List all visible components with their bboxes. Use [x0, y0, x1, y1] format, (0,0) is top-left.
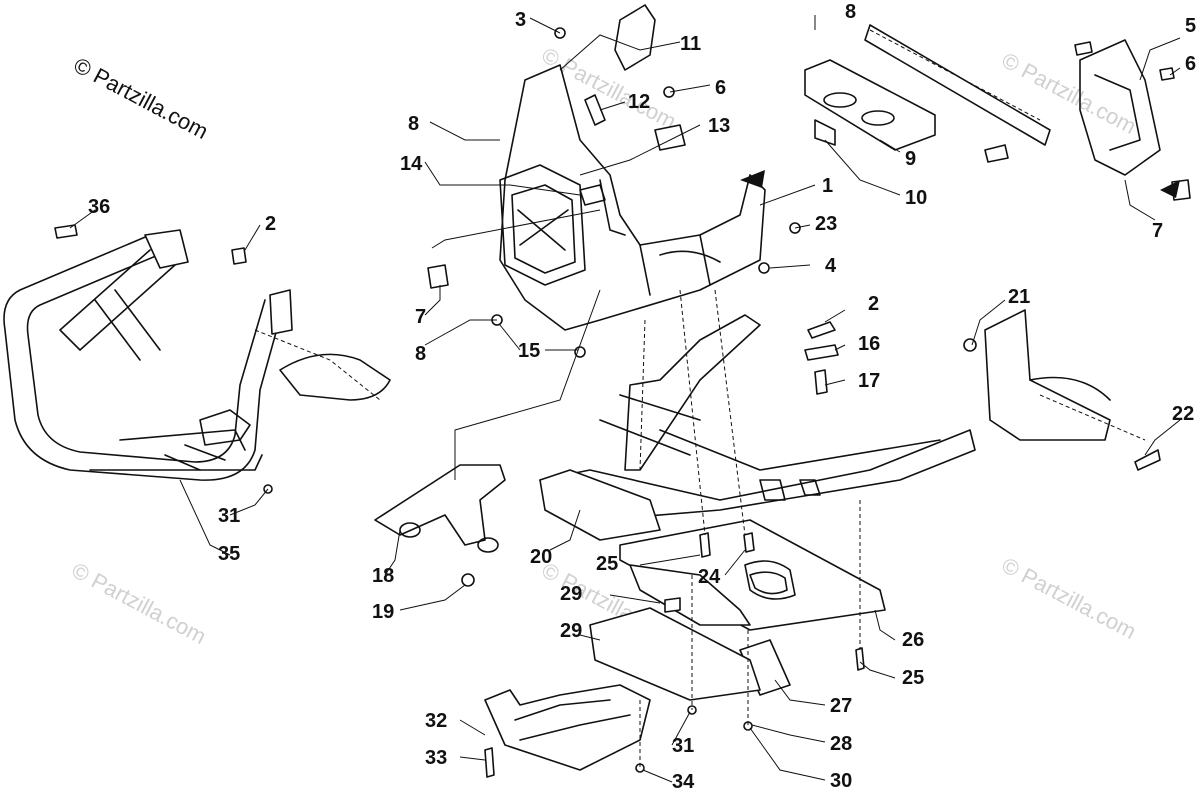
callout-27: 27: [830, 695, 852, 717]
heat-shield: [589, 607, 761, 701]
callout-15: 15: [518, 340, 540, 362]
callout-9: 9: [905, 148, 916, 170]
mount-bracket: [629, 564, 751, 626]
assembly-lines: [639, 289, 861, 768]
callout-28: 28: [830, 733, 852, 755]
callout-22: 22: [1172, 403, 1194, 425]
callout-14: 14: [400, 153, 423, 175]
leader-lines: [69, 15, 1181, 783]
callout-6: 6: [715, 77, 726, 99]
callout-8: 8: [408, 113, 419, 135]
watermark: © Partzilla.com: [68, 557, 211, 649]
callout-10: 10: [905, 187, 927, 209]
callout-2: 2: [868, 293, 879, 315]
callout-25: 25: [596, 553, 618, 575]
callout-7: 7: [415, 306, 426, 328]
upper-bracket: [864, 24, 1161, 176]
callout-4: 4: [825, 255, 837, 277]
callout-21: 21: [1008, 286, 1030, 308]
callout-29: 30: [830, 770, 852, 792]
callout-29: 29: [560, 583, 582, 605]
skid-plate-upper: [804, 59, 936, 151]
callout-26: 26: [902, 629, 924, 651]
front-bumper: [3, 229, 391, 481]
callout-5: 5: [1185, 15, 1196, 37]
watermark: © Partzilla.com: [998, 552, 1141, 644]
skid-pan: [619, 519, 886, 631]
callout-34: 34: [672, 771, 695, 793]
callout-17: 17: [858, 370, 880, 392]
callout-36: 36: [88, 196, 110, 218]
callout-16: 16: [858, 333, 880, 355]
callout-7: 7: [1152, 220, 1163, 242]
callout-2: 2: [265, 213, 276, 235]
callout-25: 25: [902, 667, 924, 689]
callout-20: 20: [530, 546, 552, 568]
watermark: © Partzilla.com: [998, 47, 1141, 139]
callout-8: 8: [415, 343, 426, 365]
callout-1: 1: [822, 175, 833, 197]
callout-31: 31: [672, 735, 694, 757]
callout-11: 11: [680, 33, 701, 55]
small-parts: [54, 4, 1191, 778]
callout-32: 32: [425, 710, 447, 732]
callout-35: 35: [218, 543, 240, 565]
callout-24: 24: [698, 566, 721, 588]
lower-bracket: [484, 684, 651, 771]
callout-labels: 3 11 8 6 12 13 8 14 9 10 1 23 4 5 6 7 36…: [88, 1, 1196, 793]
callout-18: 18: [372, 565, 394, 587]
credit-text: © Partzilla.com: [70, 52, 213, 144]
main-frame: [539, 314, 976, 541]
callout-30: 29: [560, 620, 582, 642]
rear-frame-section: [984, 309, 1146, 441]
callout-12: 12: [628, 91, 650, 113]
callout-33: 33: [425, 747, 447, 769]
callout-13: 13: [708, 115, 730, 137]
callout-3: 3: [515, 9, 526, 31]
callout-31: 31: [218, 505, 240, 527]
steering-bracket: [374, 464, 506, 553]
callout-19: 19: [372, 601, 394, 623]
callout-23: 23: [815, 213, 837, 235]
callout-6: 6: [1185, 53, 1196, 75]
callout-8: 8: [845, 1, 856, 23]
